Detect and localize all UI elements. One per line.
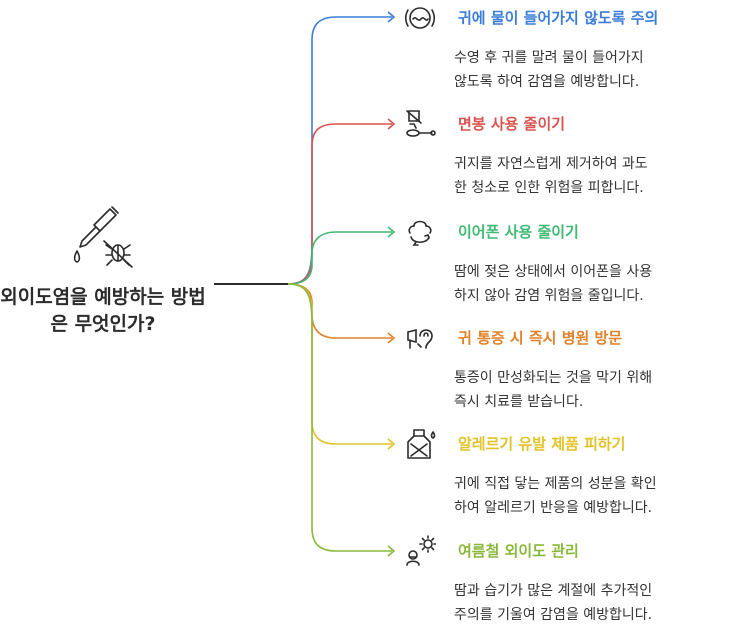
description-line: 않도록 하여 감염을 예방합니다.	[454, 74, 640, 90]
description-line: 수영 후 귀를 말려 물이 들어가지	[454, 50, 644, 66]
branch-line-3	[287, 231, 392, 285]
branch-title: 귀 통증 시 즉시 병원 방문	[458, 329, 623, 347]
product-bottle-icon	[407, 429, 436, 459]
branch-line-2	[287, 123, 392, 285]
arrowhead-4	[387, 332, 396, 344]
arrowhead-3	[387, 226, 396, 238]
branch-title: 면봉 사용 줄이기	[458, 115, 566, 133]
description-line: 하여 알레르기 반응을 예방합니다.	[454, 500, 653, 516]
branch-description: 귀지를 자연스럽게 제거하여 과도 한 청소로 인한 위험을 피합니다.	[454, 152, 744, 200]
cotton-swab-icon	[406, 110, 436, 137]
description-line: 한 청소로 인한 위험을 피합니다.	[454, 180, 644, 196]
branch-description: 통증이 만성화되는 것을 막기 위해 즉시 치료를 받습니다.	[454, 366, 744, 414]
central-topic: 외이도염을 예방하는 방법은 무엇인가?	[0, 286, 206, 335]
description-line: 땀과 습기가 많은 계절에 추가적인	[454, 583, 653, 599]
description-line: 귀에 직접 닿는 제품의 성분을 확인	[454, 476, 657, 492]
arrowhead-1	[387, 11, 396, 23]
branch-title: 이어폰 사용 줄이기	[458, 223, 579, 241]
arrowhead-2	[387, 118, 396, 130]
description-line: 통증이 만성화되는 것을 막기 위해	[454, 370, 653, 386]
branch-line-4	[287, 283, 392, 339]
branch-description: 귀에 직접 닿는 제품의 성분을 확인 하여 알레르기 반응을 예방합니다.	[454, 472, 744, 520]
branch-description: 땀에 젖은 상태에서 이어폰을 사용 하지 않아 감염 위험을 줄입니다.	[454, 260, 744, 308]
branch-title: 알레르기 유발 제품 피하기	[458, 435, 626, 453]
branch-description: 수영 후 귀를 말려 물이 들어가지 않도록 하여 감염을 예방합니다.	[454, 46, 744, 94]
description-line: 땀에 젖은 상태에서 이어폰을 사용	[454, 264, 653, 280]
branch-line-6	[287, 283, 392, 552]
branch-title: 여름철 외이도 관리	[458, 542, 579, 560]
description-line: 귀지를 자연스럽게 제거하여 과도	[454, 156, 648, 172]
description-line: 즉시 치료를 받습니다.	[454, 394, 584, 410]
branch-line-1	[287, 16, 392, 285]
branch-description: 땀과 습기가 많은 계절에 추가적인 주의를 기울여 감염을 예방합니다.	[454, 579, 744, 627]
ear-water-icon	[404, 7, 436, 29]
arrowhead-6	[387, 545, 396, 557]
branch-line-5	[287, 283, 392, 445]
description-line: 하지 않아 감염 위험을 줄입니다.	[454, 288, 644, 304]
dropper-bug-icon	[73, 206, 133, 268]
ear-pain-icon	[407, 328, 433, 349]
description-line: 주의를 기울여 감염을 예방합니다.	[454, 607, 653, 623]
summer-sun-icon	[406, 535, 436, 566]
earphone-icon	[408, 220, 432, 246]
branch-title: 귀에 물이 들어가지 않도록 주의	[458, 9, 659, 27]
arrowhead-5	[387, 438, 396, 450]
